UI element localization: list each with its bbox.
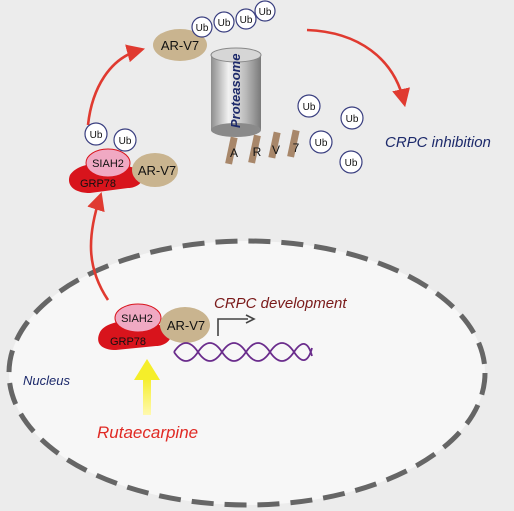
ub-label: Ub (240, 15, 253, 26)
siah2-label: SIAH2 (92, 158, 124, 170)
crpc-development-label: CRPC development (214, 295, 347, 312)
fragment-v: V (272, 143, 280, 157)
ub-label: Ub (90, 130, 103, 141)
transcription-arrow-head (245, 314, 256, 324)
siah2-label: SIAH2 (121, 313, 153, 325)
ub-circle (113, 128, 137, 152)
arv7-shape (160, 307, 210, 343)
arrow-to-crpc-inhibition (306, 28, 410, 108)
arv7-ubiquitinated (153, 29, 207, 61)
ub-label: Ub (259, 7, 272, 18)
nucleus-label: Nucleus (23, 373, 70, 388)
ub-label: Ub (119, 136, 132, 147)
rutaecarpine-arrow (134, 359, 160, 415)
proteasome: Proteasome (210, 47, 262, 137)
ub-label: Ub (315, 138, 328, 149)
fragment-r: R (253, 145, 262, 159)
transcription-arrow (217, 318, 248, 336)
arv7-label: AR-V7 (167, 318, 205, 333)
ub-label: Ub (346, 114, 359, 125)
arv7-label: AR-V7 (161, 38, 199, 53)
free-ubiquitins: Ub Ub Ub Ub (297, 94, 364, 174)
fragment-7: 7 (293, 141, 300, 155)
arv7-label: AR-V7 (138, 163, 176, 178)
ub-label: Ub (303, 102, 316, 113)
fragment-a: A (230, 146, 238, 160)
grp78-label: GRP78 (110, 336, 146, 348)
dna-helix (173, 342, 313, 362)
ub-chain: Ub Ub Ub Ub (191, 0, 276, 38)
rutaecarpine-label: Rutaecarpine (97, 423, 198, 442)
ub-label: Ub (218, 18, 231, 29)
ub-label: Ub (196, 23, 209, 34)
nucleus-membrane (6, 238, 488, 508)
arrow-nucleus-to-cytoplasm (87, 192, 110, 301)
cytoplasmic-complex: SIAH2 AR-V7 GRP78 Ub Ub (68, 122, 178, 193)
proteasome-label: Proteasome (228, 54, 243, 128)
degraded-arv7-fragments: A R V 7 (225, 129, 300, 165)
siah2-shape (85, 148, 131, 178)
arv7-shape (132, 153, 178, 187)
grp78-label: GRP78 (80, 178, 116, 190)
siah2-shape (114, 303, 162, 333)
nuclear-complex: SIAH2 AR-V7 GRP78 (98, 303, 210, 350)
ub-label: Ub (345, 158, 358, 169)
crpc-inhibition-label: CRPC inhibition (385, 134, 491, 151)
arrow-complex-to-arv7 (86, 44, 146, 126)
ub-circle (84, 122, 108, 146)
